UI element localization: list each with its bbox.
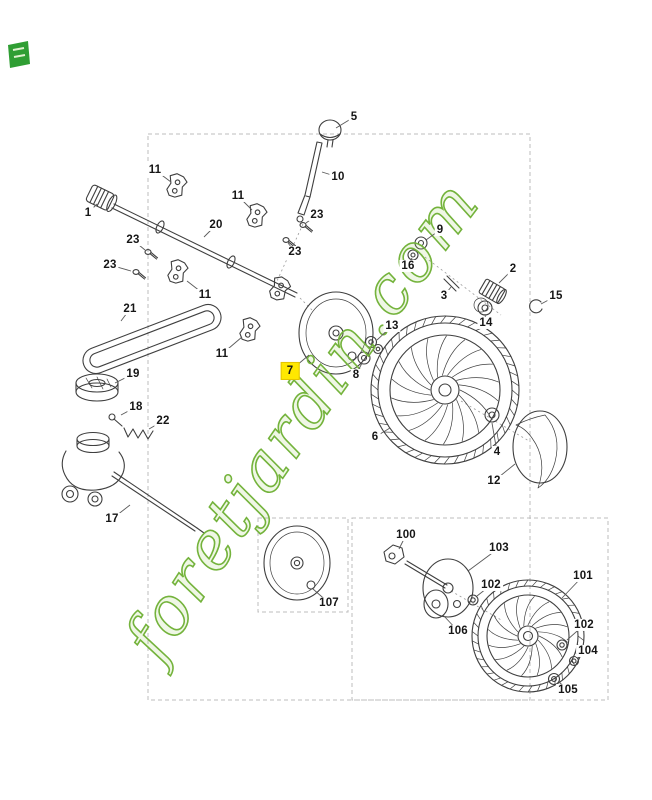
part-label-105: 105 xyxy=(556,683,580,697)
washer-part-9 xyxy=(414,236,428,250)
part-label-2: 2 xyxy=(507,262,519,276)
part-label-1: 1 xyxy=(82,206,94,220)
part-label-21: 21 xyxy=(121,302,139,316)
washer-part-8 xyxy=(357,351,371,365)
part-label-102: 102 xyxy=(572,618,596,632)
washer-part-4 xyxy=(484,407,500,423)
pulley-part-19 xyxy=(75,373,119,402)
bushing-part-1 xyxy=(85,184,118,213)
bearing-part-2 xyxy=(478,278,507,305)
part-label-15: 15 xyxy=(547,289,565,303)
part-label-18: 18 xyxy=(127,400,145,414)
part-label-6: 6 xyxy=(369,430,381,444)
foretjardin-logo xyxy=(8,41,30,68)
nut-part-102 xyxy=(467,594,479,606)
part-label-23: 23 xyxy=(124,233,142,247)
part-label-100: 100 xyxy=(394,528,418,542)
part-label-7-highlighted: 7 xyxy=(280,361,300,381)
part-label-12: 12 xyxy=(485,474,503,488)
pin-part-18 xyxy=(108,413,123,427)
part-label-16: 16 xyxy=(399,259,417,273)
part-label-8: 8 xyxy=(350,368,362,382)
spring-part-22 xyxy=(123,427,154,440)
washers-part-13 xyxy=(364,335,384,355)
pin-part-3 xyxy=(443,275,460,292)
part-label-9: 9 xyxy=(434,223,446,237)
nut-part-102 xyxy=(556,639,568,651)
part-label-5: 5 xyxy=(348,110,360,124)
part-label-104: 104 xyxy=(576,644,600,658)
part-label-11: 11 xyxy=(229,189,247,203)
part-label-10: 10 xyxy=(329,170,347,184)
main-assembly-frame xyxy=(147,133,531,701)
disc-variant-frame xyxy=(257,517,349,613)
part-label-101: 101 xyxy=(571,569,595,583)
clip-part-15 xyxy=(529,299,543,314)
hubcap-part-12 xyxy=(512,410,568,489)
part-label-14: 14 xyxy=(477,316,495,330)
part-label-106: 106 xyxy=(446,624,470,638)
washer-part-105 xyxy=(547,672,561,686)
pulley-disc-part-7 xyxy=(298,291,374,375)
part-label-13: 13 xyxy=(383,319,401,333)
drive-shaft-part-20 xyxy=(111,203,298,298)
part-label-11: 11 xyxy=(146,163,164,177)
handle-lever-part-10 xyxy=(296,141,323,223)
part-label-23: 23 xyxy=(286,245,304,259)
disc-part-103 xyxy=(422,558,474,618)
knob-part-5 xyxy=(318,119,342,148)
part-label-17: 17 xyxy=(103,512,121,526)
disc-part-107 xyxy=(263,525,331,601)
hub-part-106 xyxy=(423,589,449,619)
part-label-4: 4 xyxy=(491,445,503,459)
part-label-20: 20 xyxy=(207,218,225,232)
nut-part-104 xyxy=(568,655,580,667)
gearbox-part-17 xyxy=(61,431,205,534)
part-label-107: 107 xyxy=(317,596,341,610)
part-label-19: 19 xyxy=(124,367,142,381)
part-label-102: 102 xyxy=(479,578,503,592)
part-label-23: 23 xyxy=(308,208,326,222)
wheel-variant-frame xyxy=(351,517,609,701)
wheel-part-6 xyxy=(370,315,520,465)
part-label-103: 103 xyxy=(487,541,511,555)
part-label-3: 3 xyxy=(438,289,450,303)
part-label-11: 11 xyxy=(213,347,231,361)
part-label-22: 22 xyxy=(154,414,172,428)
part-label-11: 11 xyxy=(196,288,214,302)
part-label-23: 23 xyxy=(101,258,119,272)
